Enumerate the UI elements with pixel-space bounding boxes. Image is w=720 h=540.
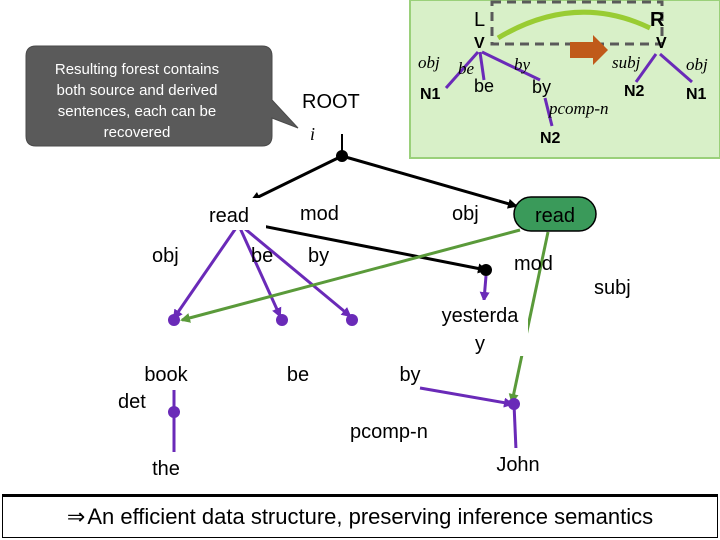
edge-read-right-subj-green	[508, 231, 550, 404]
rule-L-label: L	[474, 9, 485, 31]
rule-arc	[496, 9, 652, 41]
rule-be-node-label: be	[474, 76, 494, 96]
rule-N1-left-label: N1	[420, 86, 441, 103]
rule-edge-be	[478, 51, 486, 81]
node-i-label: i	[310, 124, 315, 144]
node-det-dot	[168, 406, 180, 418]
node-be-dot	[276, 314, 288, 326]
rule-edge-obj-left	[444, 51, 480, 89]
rule-obj-right-label: obj	[686, 55, 708, 74]
edge-read-left-by	[243, 226, 352, 318]
rule-edge-pcomp	[543, 97, 554, 127]
edge-label-obj-left: obj	[152, 245, 179, 267]
rule-panel-background	[409, 0, 720, 159]
edge-label-obj-top: obj	[452, 203, 479, 225]
node-the: the	[152, 458, 180, 480]
node-book: book	[144, 364, 188, 386]
callout-bubble: Resulting forest contains both source an…	[25, 45, 299, 147]
edge-label-pcomp: pcomp-n	[350, 421, 428, 443]
edge-read-left-be	[238, 227, 282, 318]
callout-line-1: Resulting forest contains	[55, 61, 219, 78]
rule-pcomp-label: pcomp-n	[548, 99, 608, 118]
rule-N1-right-label: N1	[686, 86, 707, 103]
node-yesterday-box	[430, 300, 528, 356]
rule-v-left-label: V	[474, 35, 485, 52]
edge-label-be: be	[251, 245, 273, 267]
node-john-box	[484, 448, 550, 478]
edge-label-mod-right: mod	[514, 253, 553, 275]
rule-by-edge-label: by	[514, 55, 531, 74]
rule-edge-subj-right	[634, 53, 658, 83]
rule-N2-left-label: N2	[540, 130, 561, 147]
edge-mod-top-to-read-right	[241, 220, 488, 274]
callout-line-3: sentences, each can be	[58, 103, 216, 120]
edge-read-right-obj-green	[180, 228, 521, 323]
node-book-box	[128, 358, 202, 388]
node-root-dot	[336, 150, 348, 162]
node-book-dot	[168, 314, 180, 326]
rule-transform-arrow	[570, 35, 608, 65]
node-yesterday-line1: yesterda	[442, 305, 520, 327]
edge-pcomp-john	[512, 403, 518, 451]
edge-root-read-right	[341, 154, 518, 209]
rule-N2-right-label: N2	[624, 83, 645, 100]
edge-by-pcomp	[419, 386, 514, 408]
node-be: be	[287, 364, 309, 386]
node-read-right-box	[513, 196, 597, 232]
node-john-dot	[508, 398, 520, 410]
edge-label-by: by	[308, 245, 329, 267]
rule-edge-by	[481, 50, 541, 82]
node-by-dot	[346, 314, 358, 326]
node-yesterday-line2: y	[475, 333, 485, 355]
node-read-right-dot	[480, 264, 492, 276]
node-read-left-box	[192, 198, 266, 230]
callout-line-2: both source and derived	[57, 82, 218, 99]
rule-panel: L V R V obj N1 be be by by pcomp-n N2 su…	[409, 0, 720, 159]
node-read-right: read	[535, 205, 575, 227]
node-root-label: ROOT	[302, 91, 360, 113]
rule-subj-right-label: subj	[612, 53, 641, 72]
callout-line-4: recovered	[104, 124, 171, 141]
edge-mod-yesterday	[479, 275, 490, 302]
implies-arrow-icon: ⇒	[66, 504, 86, 530]
callout-shape	[25, 45, 299, 147]
footer-text: An efficient data structure, preserving …	[87, 504, 654, 529]
rule-be-edge-label: be	[458, 59, 475, 78]
rule-R-label: R	[650, 9, 665, 31]
edge-read-left-obj	[172, 227, 238, 320]
rule-by-node-label: by	[532, 77, 551, 97]
edge-root-read-left	[250, 154, 343, 202]
node-the-box	[138, 452, 198, 482]
edge-label-det: det	[118, 391, 146, 413]
rule-v-right-label: V	[656, 35, 667, 52]
node-by: by	[399, 364, 420, 386]
edge-label-subj: subj	[594, 277, 631, 299]
node-john: John	[496, 454, 539, 476]
footer-banner: ⇒ An efficient data structure, preservin…	[2, 494, 718, 538]
node-read-left: read	[209, 205, 249, 227]
rule-obj-left-label: obj	[418, 53, 440, 72]
edge-label-mod-top: mod	[300, 203, 339, 225]
rule-edge-obj-right	[659, 52, 693, 84]
